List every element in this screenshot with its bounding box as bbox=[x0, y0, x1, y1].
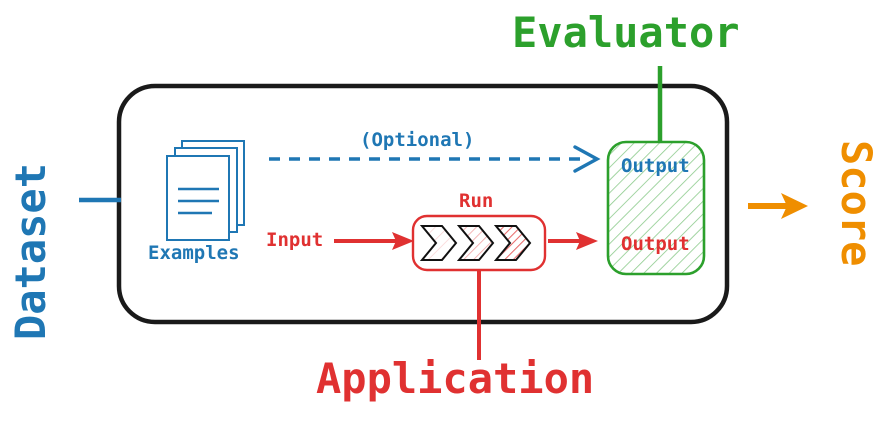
evaluator-label: Evaluator bbox=[512, 8, 740, 57]
output-box bbox=[606, 140, 706, 276]
chevron-1 bbox=[419, 225, 458, 261]
chevron-2 bbox=[456, 225, 495, 261]
output-bottom-label: Output bbox=[621, 233, 690, 255]
run-label: Run bbox=[459, 190, 494, 212]
chevron-3 bbox=[493, 225, 532, 261]
run-chevrons bbox=[419, 225, 532, 261]
score-arrow bbox=[748, 193, 808, 219]
examples-stack-icon bbox=[166, 140, 245, 241]
outer-container bbox=[116, 83, 730, 325]
score-label: Score bbox=[832, 140, 881, 267]
optional-label: (Optional) bbox=[360, 129, 475, 151]
optional-arrow bbox=[269, 145, 601, 173]
examples-label: Examples bbox=[148, 242, 240, 264]
run-to-output-arrow bbox=[548, 232, 598, 250]
application-label: Application bbox=[316, 354, 595, 403]
input-arrow bbox=[334, 232, 414, 250]
input-label: Input bbox=[266, 229, 324, 251]
dataset-label: Dataset bbox=[6, 162, 55, 340]
output-top-label: Output bbox=[621, 155, 690, 177]
